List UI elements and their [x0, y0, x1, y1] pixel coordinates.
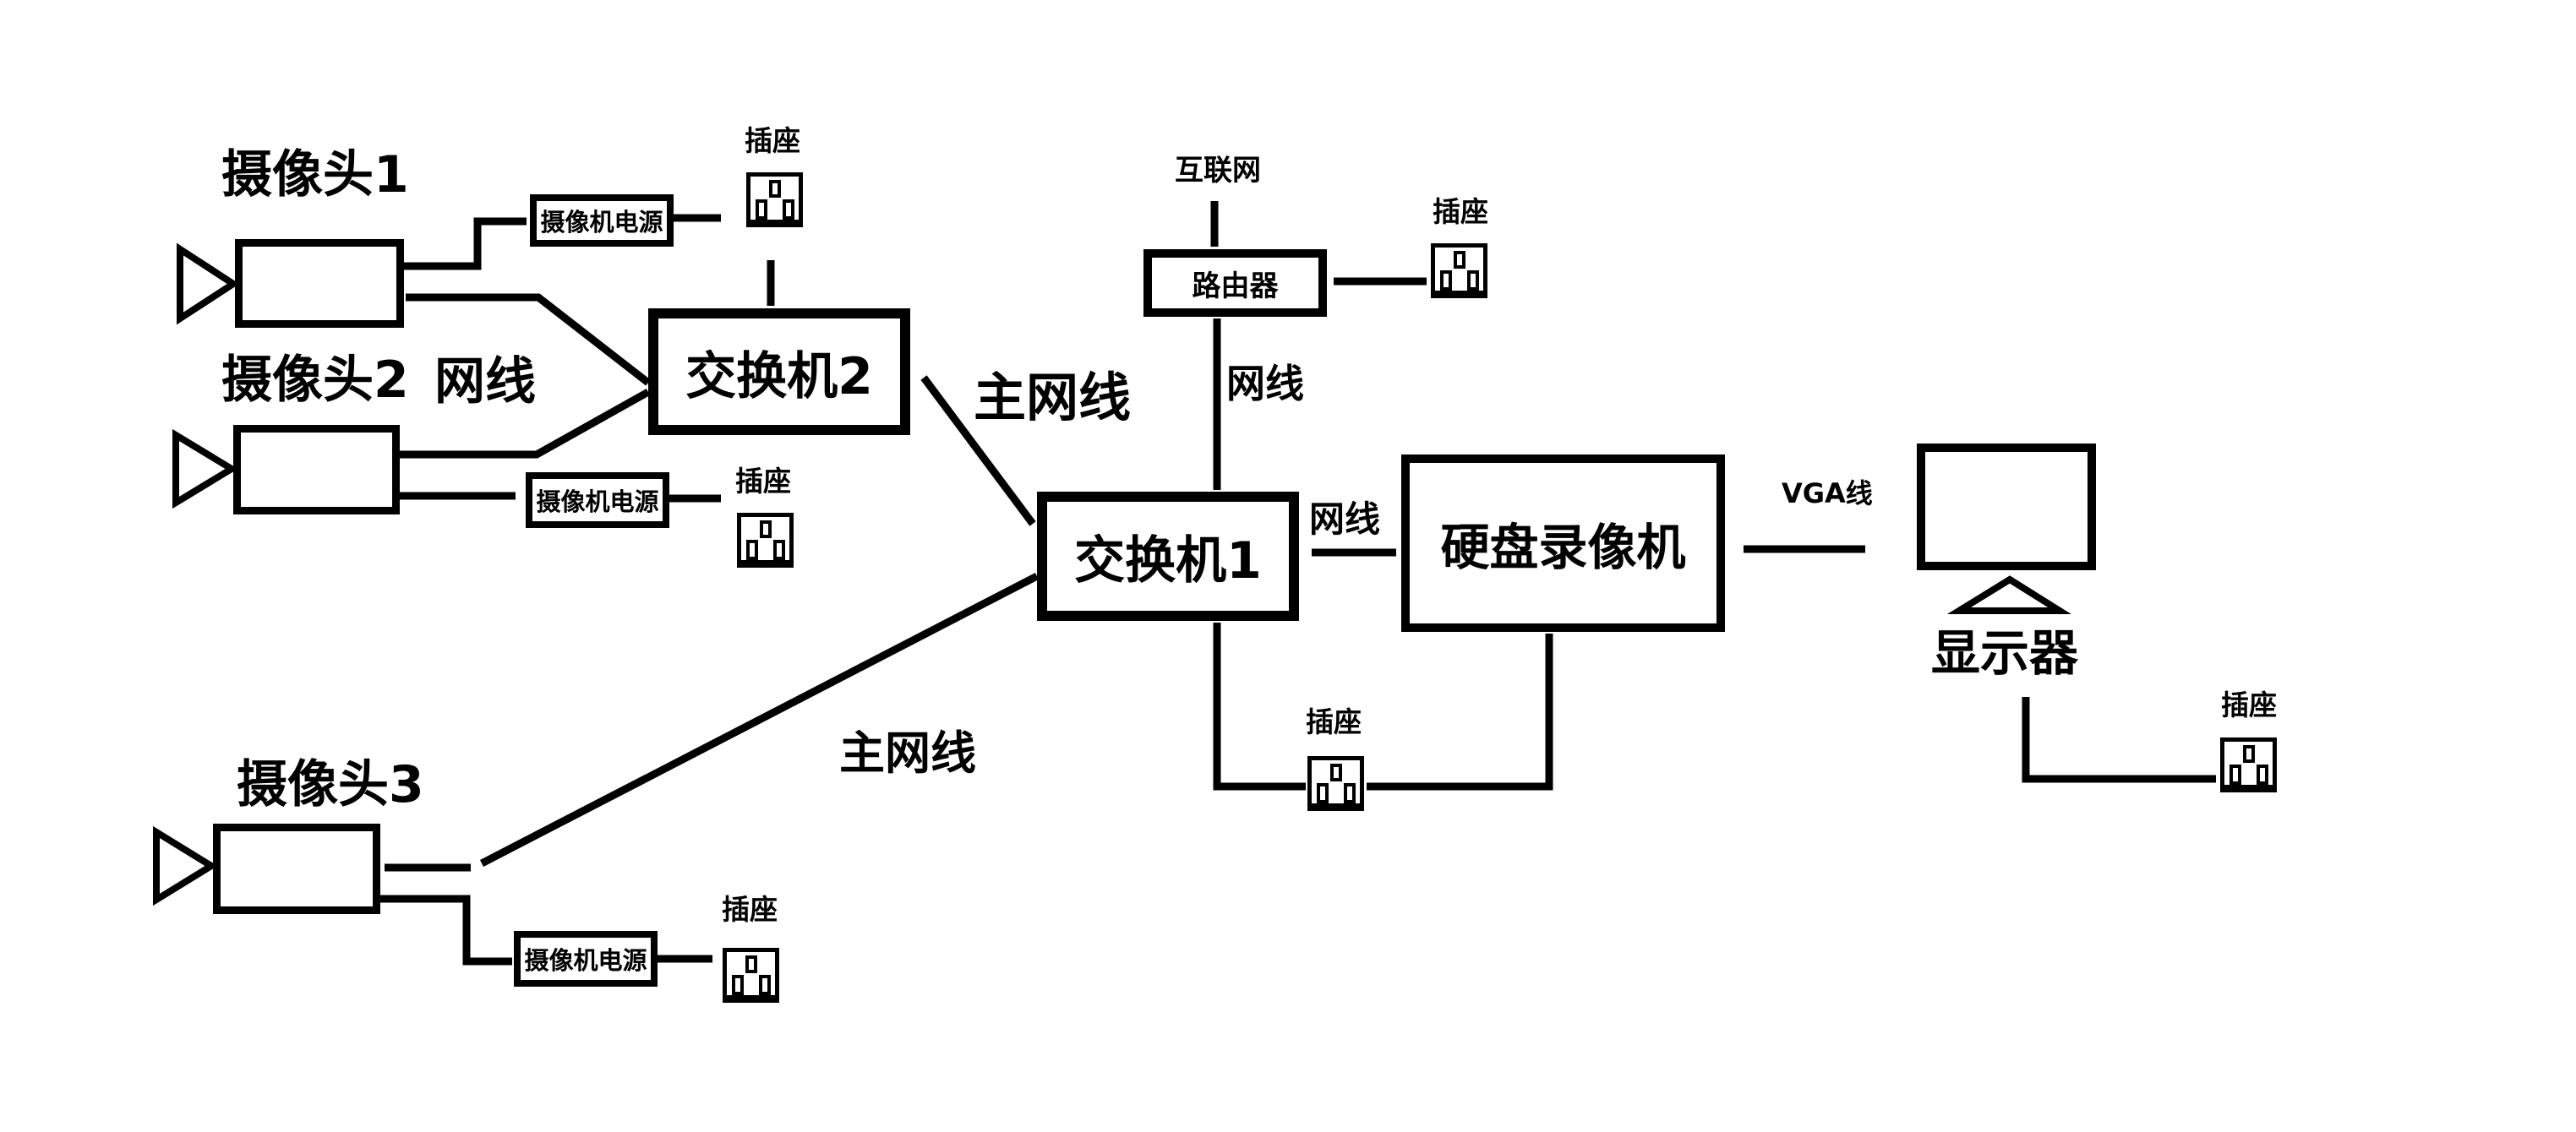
socket3-outlet-icon	[1431, 243, 1487, 298]
camera1-power-label: 摄像机电源	[540, 208, 663, 237]
switch2-box: 交换机2	[648, 308, 910, 435]
socket-slot	[2257, 765, 2268, 785]
socket3-label: 插座	[1433, 195, 1488, 228]
socket-slot	[746, 540, 758, 560]
socket-slot	[2243, 745, 2255, 763]
line-camera1-lan	[406, 293, 651, 386]
camera3-lens-icon	[153, 825, 218, 906]
camera2-lens-icon	[172, 428, 238, 509]
vga-cable-label: VGA线	[1782, 477, 1873, 509]
socket-slot	[1440, 270, 1452, 291]
socket-slot	[1344, 783, 1356, 803]
socket-slot	[783, 199, 794, 220]
monitor-stand-icon	[1946, 575, 2071, 614]
socket1-label: 插座	[745, 124, 800, 157]
dvr-box: 硬盘录像机	[1401, 454, 1725, 632]
camera1-title: 摄像头1	[221, 145, 409, 204]
socket2-outlet-icon	[737, 513, 794, 568]
socket-slot	[1467, 270, 1479, 291]
line-camera1-to-power	[404, 217, 527, 270]
socket4-outlet-icon	[1307, 756, 1364, 811]
camera3-title: 摄像头3	[237, 755, 424, 814]
internet-label: 互联网	[1175, 154, 1261, 188]
socket4-label: 插座	[1306, 705, 1362, 738]
line-camera3-to-power	[380, 895, 512, 966]
camera1-box	[235, 239, 404, 328]
camera1-power-box: 摄像机电源	[530, 194, 674, 247]
lan-cable-label-dvr: 网线	[1309, 498, 1381, 540]
monitor-title: 显示器	[1931, 624, 2079, 682]
main-cable-label-upper: 主网线	[974, 367, 1132, 428]
line-dvr-to-socket	[1367, 634, 1553, 791]
socket-slot	[760, 520, 772, 538]
socket6-label: 插座	[722, 893, 778, 926]
dvr-label: 硬盘录像机	[1440, 519, 1686, 576]
main-cable-label-lower: 主网线	[839, 727, 976, 780]
socket5-outlet-icon	[2220, 737, 2277, 792]
switch1-box: 交换机1	[1037, 492, 1299, 621]
router-box: 路由器	[1143, 249, 1327, 317]
socket-slot	[756, 199, 767, 220]
camera1-lens-icon	[177, 242, 240, 325]
socket6-outlet-icon	[723, 948, 779, 1003]
line-monitor-to-socket	[2022, 697, 2216, 783]
socket-slot	[732, 975, 744, 995]
camera3-power-label: 摄像机电源	[524, 946, 647, 975]
switch2-label: 交换机2	[685, 346, 873, 406]
socket1-outlet-icon	[746, 172, 803, 227]
socket2-label: 插座	[735, 465, 791, 498]
camera2-power-label: 摄像机电源	[536, 487, 659, 516]
camera3-box	[213, 824, 380, 914]
socket-slot	[745, 955, 757, 973]
lan-cable-label-router: 网线	[1226, 361, 1304, 406]
line-camera2-lan	[400, 389, 651, 459]
socket-slot	[769, 180, 781, 198]
camera3-power-box: 摄像机电源	[514, 931, 658, 987]
socket-slot	[1330, 764, 1342, 781]
camera2-box	[233, 425, 400, 514]
socket-slot	[1317, 783, 1329, 803]
line-switch2-to-switch1	[920, 375, 1036, 526]
line-switch1-to-socket	[1213, 623, 1306, 791]
camera2-power-box: 摄像机电源	[526, 472, 669, 528]
router-label: 路由器	[1192, 269, 1279, 303]
lan-cable-label-cameras: 网线	[434, 352, 536, 411]
socket-slot	[2229, 765, 2241, 785]
monitor-box	[1917, 444, 2096, 570]
line-camera3-lan-main	[479, 573, 1040, 867]
switch1-label: 交换机1	[1074, 531, 1262, 590]
socket-slot	[1454, 251, 1465, 269]
camera2-title: 摄像头2	[221, 351, 409, 410]
socket-slot	[773, 540, 785, 560]
socket-slot	[759, 975, 771, 995]
socket5-label: 插座	[2221, 688, 2277, 721]
